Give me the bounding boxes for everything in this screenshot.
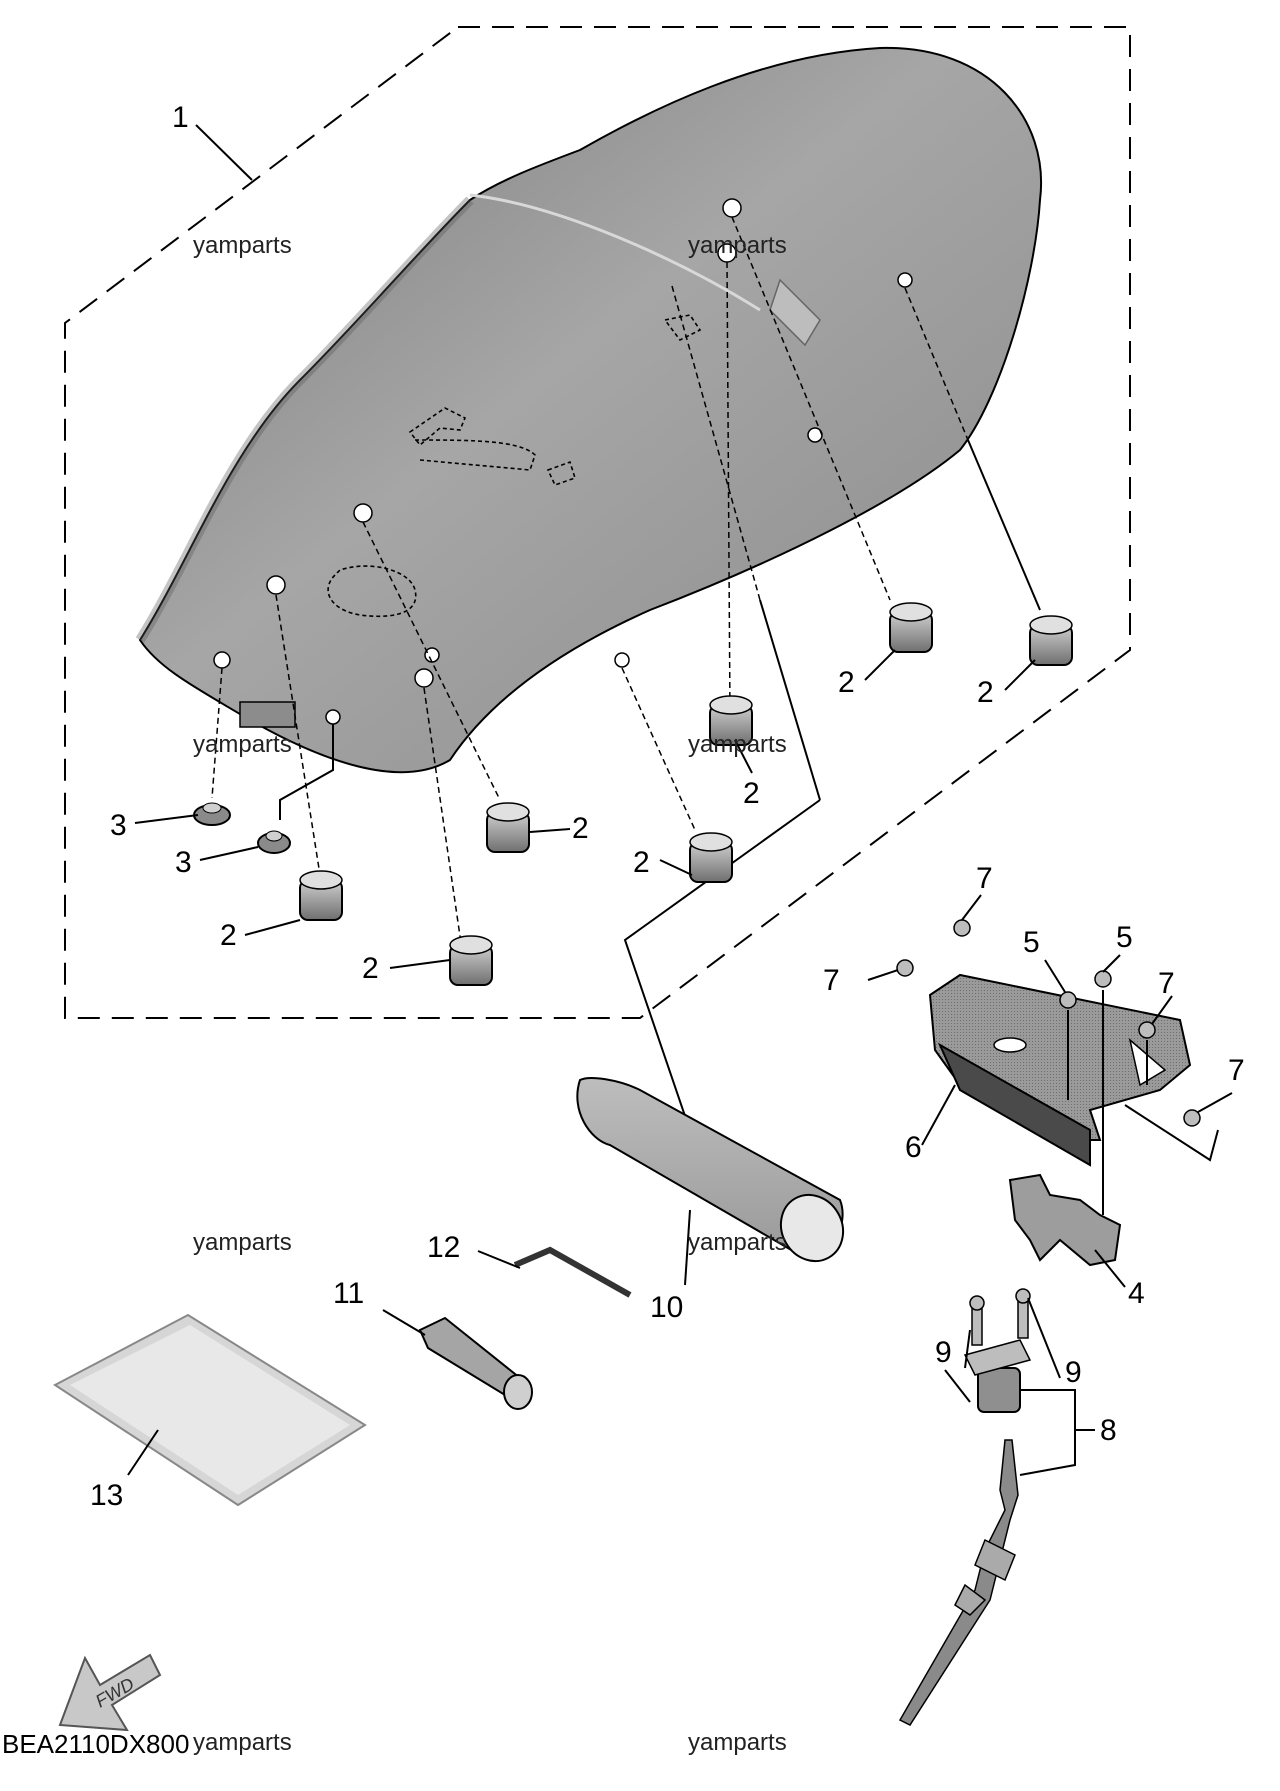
damper-a	[299, 870, 343, 921]
damper-b	[449, 935, 493, 986]
watermark: yamparts	[193, 731, 292, 758]
rubber-dampers	[299, 602, 1073, 986]
callout-7a: 7	[823, 964, 840, 997]
damper-e	[709, 695, 753, 746]
hex-key	[513, 1246, 632, 1298]
watermark: yamparts	[688, 1229, 787, 1256]
callout-2e: 2	[743, 777, 760, 810]
callout-3b: 3	[175, 846, 192, 879]
diagram-code: BEA2110DX800	[2, 1729, 189, 1759]
callout-8: 8	[1100, 1414, 1117, 1447]
bracket-bolts	[896, 919, 1201, 1127]
callout-6: 6	[905, 1131, 922, 1164]
washers	[193, 802, 291, 854]
assembly-boundary	[64, 26, 1131, 1019]
hook-part	[1008, 1173, 1122, 1267]
callout-2f: 2	[838, 666, 855, 699]
callout-labels: 1 3 3 2 2 2 2 2 2 2 6 7 7 7 7 5 5 4 9 9 …	[90, 101, 1245, 1512]
callout-12: 12	[427, 1231, 460, 1264]
tool-bag	[576, 1077, 845, 1263]
watermark: yamparts	[193, 1729, 292, 1756]
watermarks: yamparts yamparts yamparts yamparts yamp…	[193, 232, 787, 1756]
damper-g	[1029, 615, 1073, 666]
callout-5a: 5	[1023, 926, 1040, 959]
damper-c	[486, 802, 530, 853]
watermark: yamparts	[688, 1729, 787, 1756]
watermark: yamparts	[193, 232, 292, 259]
callout-9b: 9	[1065, 1356, 1082, 1389]
fwd-arrow: FWD	[58, 1653, 162, 1732]
callout-2b: 2	[362, 952, 379, 985]
callout-3a: 3	[110, 809, 127, 842]
callout-5b: 5	[1116, 921, 1133, 954]
callout-9a: 9	[935, 1336, 952, 1369]
callout-4: 4	[1128, 1277, 1145, 1310]
damper-d	[689, 832, 733, 883]
assembly-lines	[211, 216, 969, 951]
watermark: yamparts	[193, 1229, 292, 1256]
callout-leaders	[127, 124, 1233, 1476]
callout-10: 10	[650, 1291, 683, 1324]
callout-2a: 2	[220, 919, 237, 952]
damper-f	[889, 602, 933, 653]
watermark: yamparts	[688, 731, 787, 758]
callout-2d: 2	[633, 846, 650, 879]
callout-7d: 7	[1228, 1054, 1245, 1087]
callout-1: 1	[172, 101, 189, 134]
callout-13: 13	[90, 1479, 123, 1512]
assembly-lines-solid	[279, 439, 1041, 1161]
seat-lock	[898, 1288, 1032, 1726]
socket-tool	[418, 1316, 533, 1410]
bracket-lines	[1067, 990, 1219, 1215]
seat-assembly	[135, 46, 1043, 774]
callout-7b: 7	[976, 862, 993, 895]
callout-7c: 7	[1158, 967, 1175, 1000]
watermark: yamparts	[688, 232, 787, 259]
callout-2c: 2	[572, 812, 589, 845]
callout-2g: 2	[977, 676, 994, 709]
callout-11: 11	[333, 1277, 364, 1310]
